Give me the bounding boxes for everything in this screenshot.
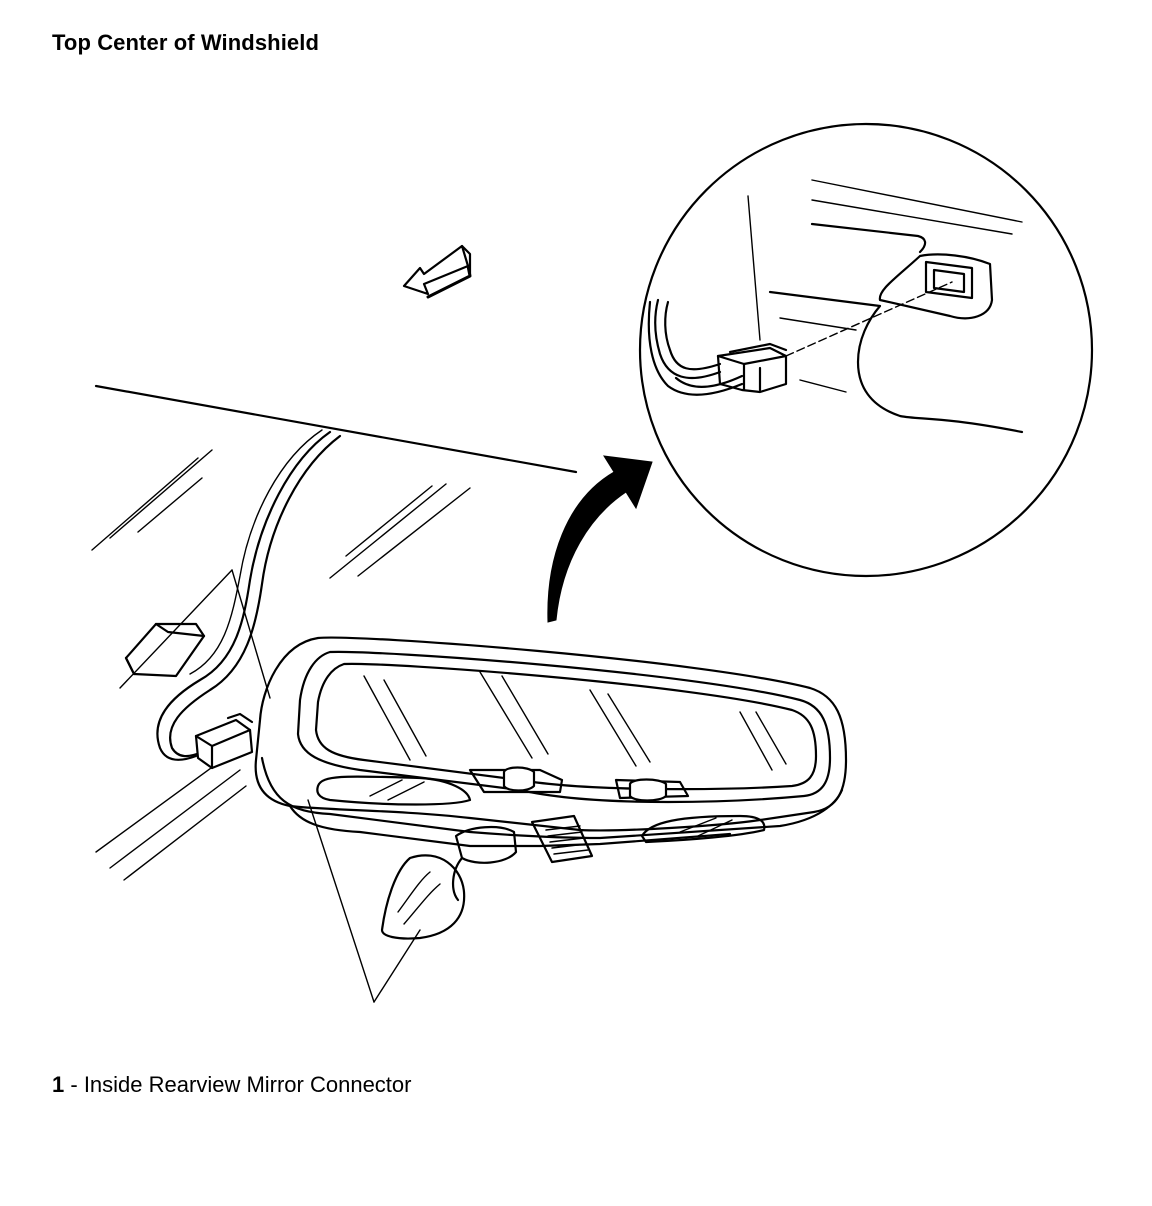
callout-leaders xyxy=(119,569,421,1003)
rearview-mirror xyxy=(254,636,848,940)
legend-item-separator: - xyxy=(64,1072,84,1097)
legend: 1 - Inside Rearview Mirror Connector xyxy=(52,1072,411,1098)
mirror-harness-wires xyxy=(156,429,342,761)
detail-view-arrow xyxy=(547,455,653,623)
windshield-reflection-lines xyxy=(91,449,471,881)
legend-item-number: 1 xyxy=(52,1072,65,1097)
connector-detail-view xyxy=(638,122,1094,578)
visor-bracket xyxy=(124,622,206,678)
legend-item-label: Inside Rearview Mirror Connector xyxy=(83,1072,412,1097)
page-title: Top Center of Windshield xyxy=(52,30,320,55)
forward-direction-arrow xyxy=(402,244,472,299)
harness-connector xyxy=(194,712,254,770)
headliner-edge xyxy=(94,384,578,474)
